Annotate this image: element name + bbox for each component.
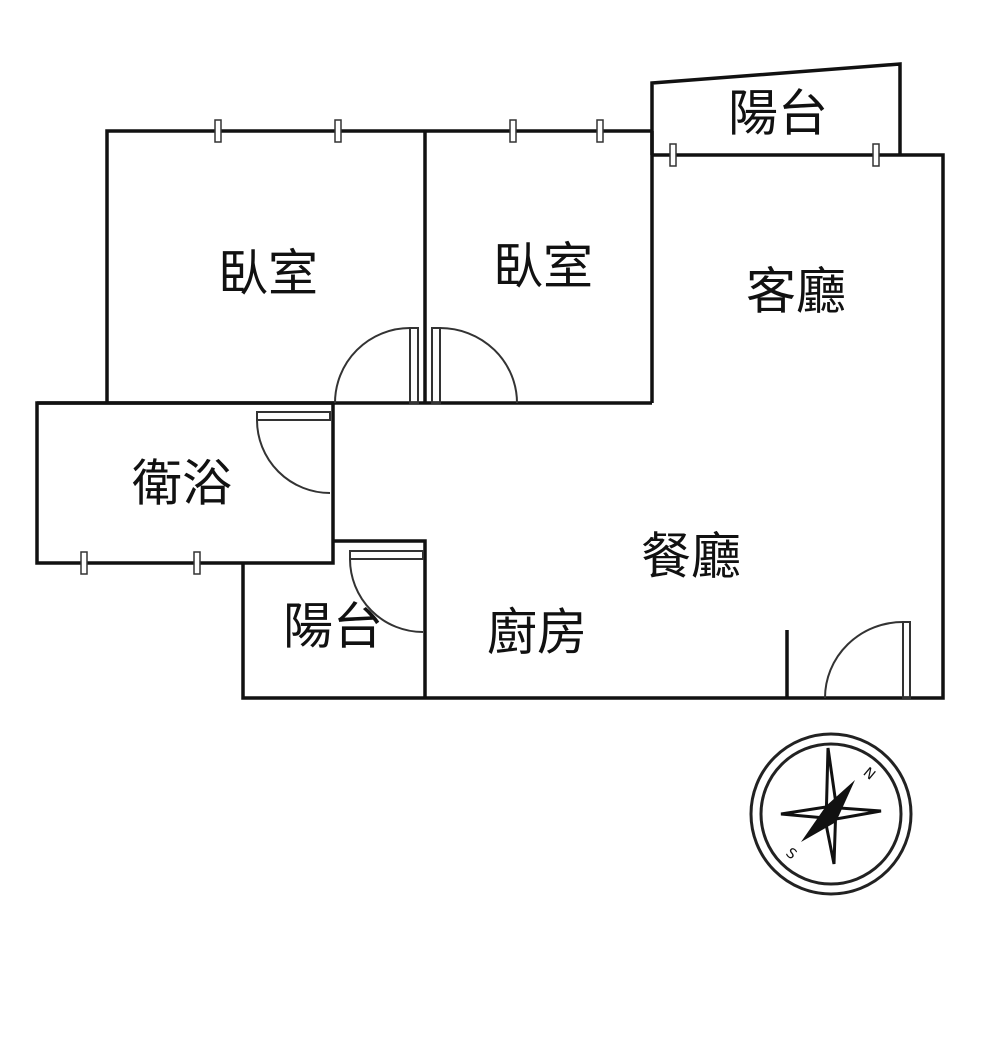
label-balcony-top: 陽台: [728, 85, 828, 143]
label-living-room: 客廳: [746, 263, 846, 321]
compass-south: S: [782, 845, 799, 863]
walls: [35, 62, 945, 700]
compass-icon: N S: [749, 732, 913, 896]
windows: [80, 119, 880, 575]
door-bathroom: [256, 411, 331, 494]
room-labels: 臥室 臥室 客廳 陽台 衛浴 餐廳 廚房 陽台: [132, 85, 846, 662]
door-entrance: [824, 621, 911, 699]
label-bathroom: 衛浴: [132, 455, 232, 513]
label-dining-room: 餐廳: [641, 528, 741, 586]
door-bedroom-1: [334, 327, 419, 404]
door-balcony: [349, 550, 424, 633]
compass-north: N: [860, 765, 878, 784]
label-balcony-bottom: 陽台: [283, 598, 383, 656]
label-bedroom-1: 臥室: [218, 245, 318, 303]
label-bedroom-2: 臥室: [493, 238, 593, 296]
doors: [256, 327, 911, 699]
door-bedroom-2: [431, 327, 518, 404]
label-kitchen: 廚房: [487, 604, 587, 662]
